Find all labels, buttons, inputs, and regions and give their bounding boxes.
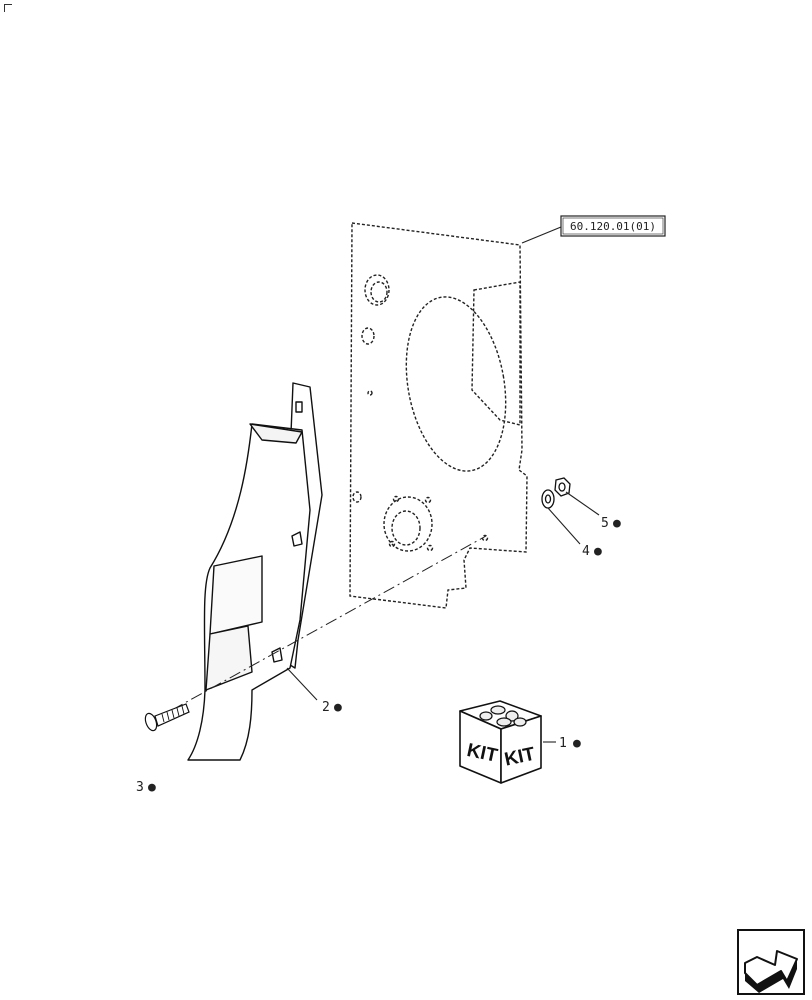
svg-text:1: 1 bbox=[559, 736, 567, 751]
svg-text:●: ● bbox=[594, 544, 602, 559]
reference-panel bbox=[349, 222, 528, 609]
callout-2: 2 ● bbox=[322, 700, 342, 715]
assembly-axis-line bbox=[171, 535, 487, 711]
svg-text:●: ● bbox=[573, 736, 581, 751]
callout-leaders bbox=[286, 491, 600, 743]
svg-text:2: 2 bbox=[322, 700, 330, 715]
reference-label-box: 60.120.01(01) bbox=[560, 215, 666, 237]
svg-text:4: 4 bbox=[582, 544, 590, 559]
callout-1: 1 ● bbox=[559, 736, 581, 751]
flat-washer bbox=[541, 489, 555, 509]
callout-5: 5 ● bbox=[601, 516, 621, 531]
callout-4: 4 ● bbox=[582, 544, 602, 559]
svg-text:5: 5 bbox=[601, 516, 609, 531]
svg-text:3: 3 bbox=[136, 780, 144, 795]
svg-text:●: ● bbox=[334, 700, 342, 715]
hex-nut bbox=[554, 477, 571, 497]
reference-label: 60.120.01(01) bbox=[570, 220, 656, 233]
svg-text:●: ● bbox=[613, 516, 621, 531]
reference-leader bbox=[521, 226, 562, 244]
carriage-bolt bbox=[144, 703, 190, 732]
next-page-arrow-button[interactable] bbox=[737, 929, 805, 995]
corner-crop-mark bbox=[4, 4, 12, 12]
kit-box-icon: KIT KIT bbox=[459, 700, 542, 784]
svg-text:●: ● bbox=[148, 780, 156, 795]
next-page-arrow-icon bbox=[737, 929, 805, 995]
deflector-shield bbox=[187, 382, 323, 761]
callout-3: 3 ● bbox=[136, 780, 156, 795]
